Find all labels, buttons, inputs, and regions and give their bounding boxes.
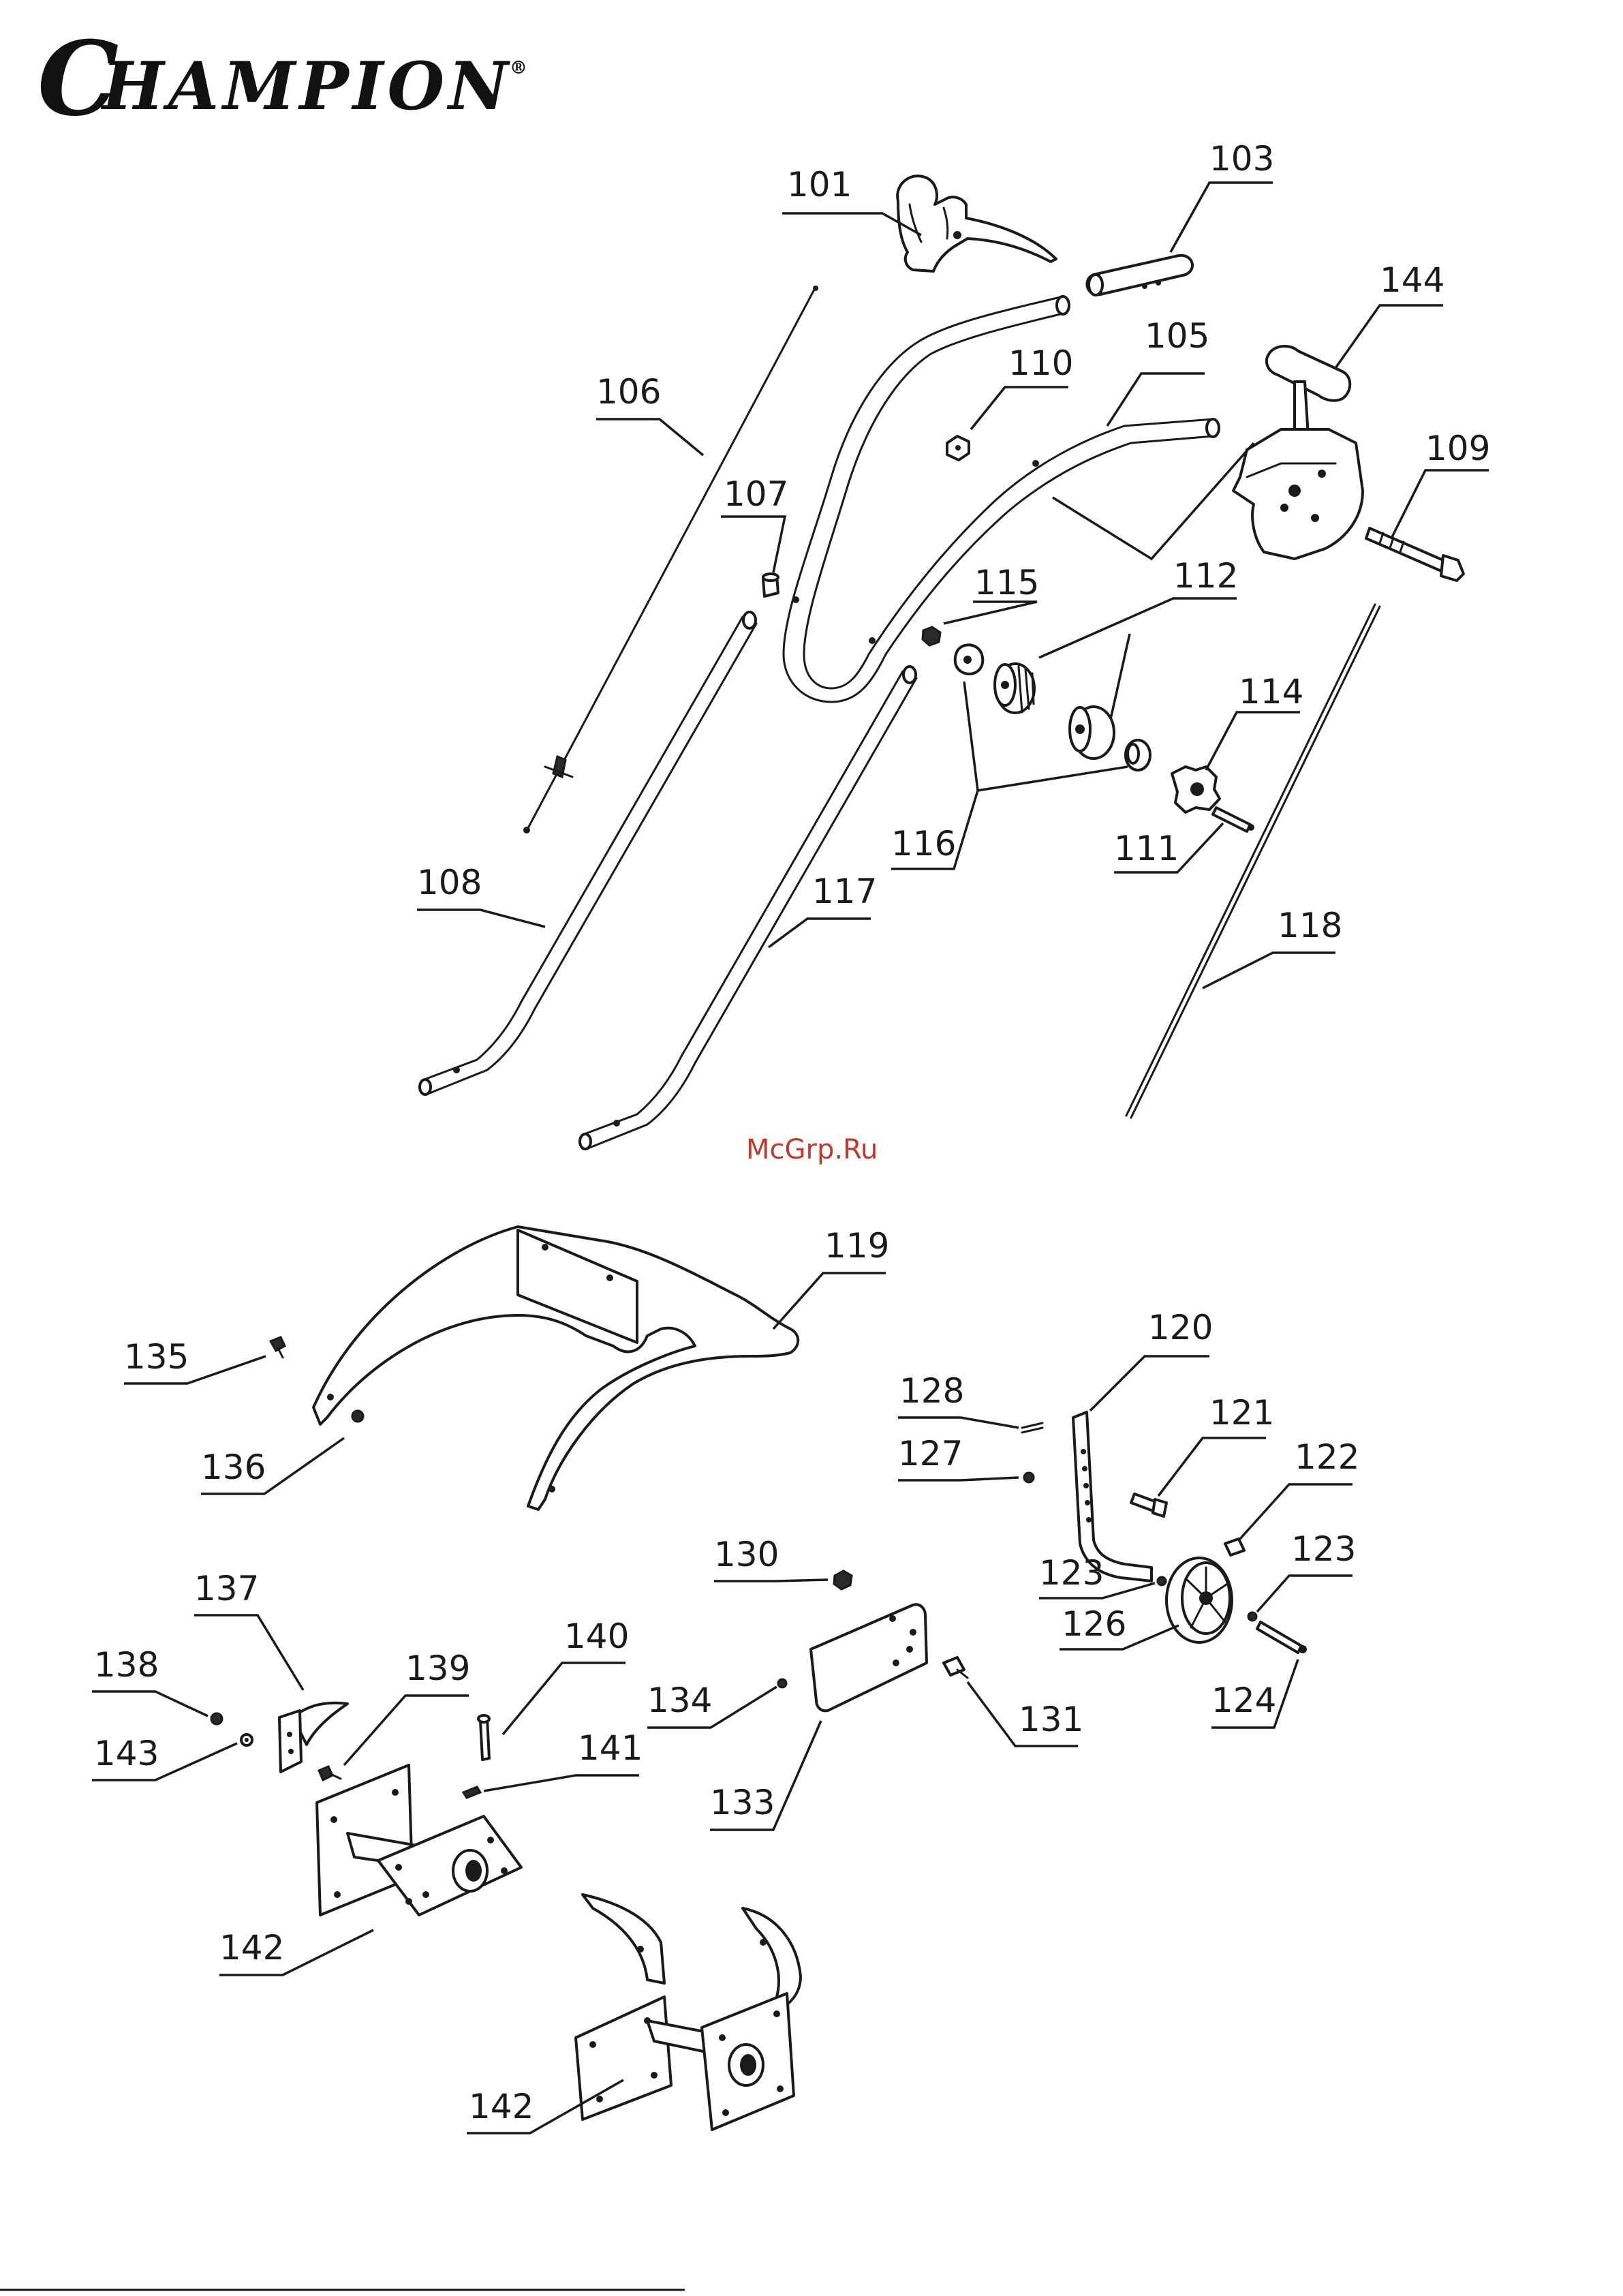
part-141-clip (463, 1787, 480, 1798)
part-122-spacer (1225, 1539, 1244, 1555)
callout-141: 141 (578, 1728, 643, 1768)
callout-142-upper: 142 (219, 1928, 284, 1968)
callout-116: 116 (891, 824, 956, 863)
part-119-fender-hood (313, 1227, 798, 1510)
part-127-nut (1024, 1473, 1034, 1482)
part-131-bolt (944, 1657, 968, 1678)
part-136-nut (352, 1411, 363, 1422)
callout-106: 106 (596, 372, 661, 412)
callout-118: 118 (1278, 906, 1342, 945)
part-137-shield (279, 1703, 347, 1772)
part-123-washer-right (1248, 1612, 1256, 1621)
part-142-tine-hub-upper (317, 1765, 521, 1915)
part-121-bolt (1131, 1494, 1166, 1516)
callout-131: 131 (1019, 1700, 1083, 1739)
callout-103: 103 (1209, 139, 1274, 179)
callout-120: 120 (1148, 1308, 1213, 1347)
callout-119: 119 (824, 1226, 889, 1266)
callout-123-left: 123 (1039, 1553, 1104, 1593)
part-144-shift-lever (1233, 346, 1363, 559)
callout-108: 108 (417, 863, 482, 902)
part-134-washer (778, 1679, 786, 1687)
part-140-pin (478, 1715, 489, 1760)
callout-139: 139 (405, 1649, 470, 1688)
part-138-nut (211, 1713, 222, 1724)
callout-101: 101 (787, 165, 852, 204)
part-139-screw (319, 1766, 341, 1780)
callout-112: 112 (1173, 556, 1238, 596)
watermark: McGrp.Ru (746, 1134, 878, 1165)
part-124-axle-bolt (1257, 1622, 1307, 1653)
callout-142-lower: 142 (469, 2087, 534, 2126)
part-108-lower-handle-left (420, 612, 756, 1095)
part-103-handle-grip (1087, 256, 1192, 295)
part-112-pulley (1070, 707, 1114, 759)
callout-127: 127 (898, 1434, 963, 1473)
callout-114: 114 (1239, 672, 1303, 711)
callout-144: 144 (1380, 260, 1444, 300)
callout-110: 110 (1008, 343, 1073, 383)
callout-126: 126 (1062, 1604, 1126, 1644)
callout-134: 134 (647, 1681, 712, 1720)
callout-109: 109 (1425, 429, 1490, 468)
part-116-washer-right (1126, 740, 1150, 770)
callout-135: 135 (124, 1337, 189, 1377)
callout-137: 137 (194, 1569, 259, 1608)
part-130-nut (834, 1571, 852, 1589)
callout-140: 140 (564, 1617, 629, 1656)
part-110-nut (947, 436, 969, 460)
part-105-upper-handle (784, 296, 1219, 702)
callout-143: 143 (94, 1734, 159, 1773)
part-115-nut (923, 627, 940, 645)
part-109-bolt (1366, 528, 1464, 581)
brand-name: HAMPION (100, 48, 512, 125)
callout-117: 117 (812, 872, 877, 911)
callout-105: 105 (1145, 316, 1209, 356)
callout-123-right: 123 (1291, 1529, 1356, 1569)
part-142-tine-assembly-lower (576, 1895, 801, 2130)
part-123-washer-left (1158, 1577, 1166, 1585)
callout-133: 133 (710, 1783, 775, 1822)
part-116-washer-left (955, 645, 983, 674)
callout-121: 121 (1209, 1393, 1274, 1433)
callout-122: 122 (1295, 1437, 1359, 1477)
callout-124: 124 (1211, 1681, 1276, 1720)
callout-107: 107 (724, 474, 788, 514)
part-114-star-knob (1172, 767, 1220, 812)
part-107-bushing (763, 574, 778, 596)
callout-128: 128 (899, 1371, 964, 1411)
part-143-washer (241, 1734, 252, 1745)
part-101-throttle-lever (897, 176, 1056, 271)
callout-115: 115 (974, 563, 1039, 602)
part-133-mounting-plate (811, 1604, 927, 1711)
part-112-gear-disc (995, 664, 1034, 713)
champion-logo: C HAMPION ® (37, 19, 527, 139)
callout-138: 138 (94, 1645, 159, 1685)
callout-130: 130 (714, 1535, 779, 1574)
registered-mark: ® (510, 58, 527, 78)
part-106-cable (523, 286, 818, 833)
part-126-wheel (1166, 1558, 1232, 1642)
callout-136: 136 (201, 1448, 266, 1487)
part-135-screw (270, 1337, 285, 1358)
part-128-clip (1022, 1423, 1042, 1433)
callout-111: 111 (1114, 829, 1179, 868)
